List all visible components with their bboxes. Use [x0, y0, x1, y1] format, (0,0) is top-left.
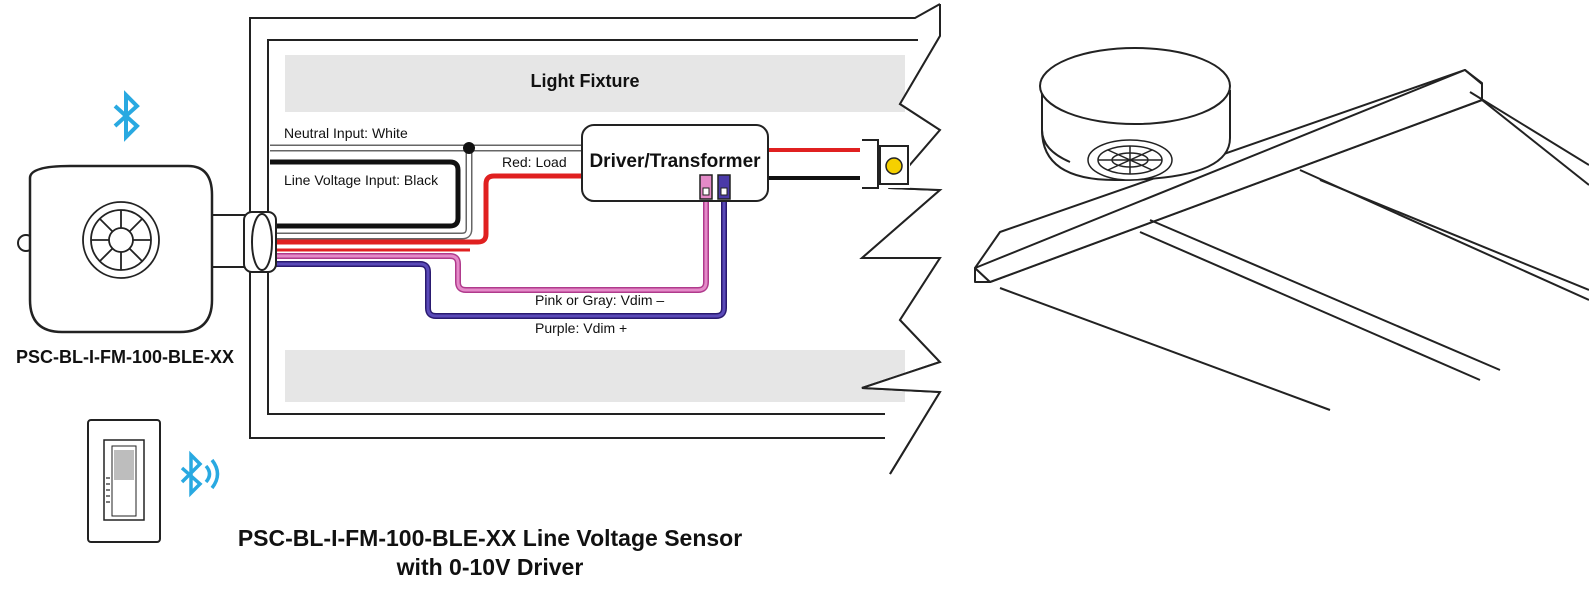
pink-label: Pink or Gray: Vdim –: [535, 292, 664, 308]
line-voltage-label: Line Voltage Input: Black: [284, 172, 439, 188]
fixture-title: Light Fixture: [531, 71, 640, 91]
red-load-label: Red: Load: [502, 154, 567, 170]
led-socket-icon: [862, 139, 910, 189]
sensor-model-label: PSC-BL-I-FM-100-BLE-XX: [16, 347, 234, 367]
line-voltage-wire: [270, 159, 461, 229]
fixture-illustration: [974, 69, 1589, 411]
purple-label: Purple: Vdim +: [535, 320, 627, 336]
line-voltage-sensor: [17, 164, 277, 334]
diagram-caption: PSC-BL-I-FM-100-BLE-XX Line Voltage Sens…: [130, 524, 850, 582]
driver-label: Driver/Transformer: [589, 151, 761, 172]
neutral-junction: [463, 142, 475, 154]
fixture-bottom-band: [285, 350, 905, 402]
fixture-sensor-lens-icon: [1087, 139, 1173, 181]
caption-line-2: with 0-10V Driver: [396, 554, 584, 580]
neutral-label: Neutral Input: White: [284, 125, 408, 141]
occupancy-sensor-lens-icon: [82, 201, 160, 279]
red-load-wire: [270, 173, 583, 245]
fixture-top-band: [285, 55, 905, 112]
wall-switch-icon: [87, 419, 161, 543]
bluetooth-signal-icon: [180, 450, 220, 498]
caption-line-1: PSC-BL-I-FM-100-BLE-XX Line Voltage Sens…: [237, 525, 743, 551]
bluetooth-icon: [113, 90, 140, 142]
